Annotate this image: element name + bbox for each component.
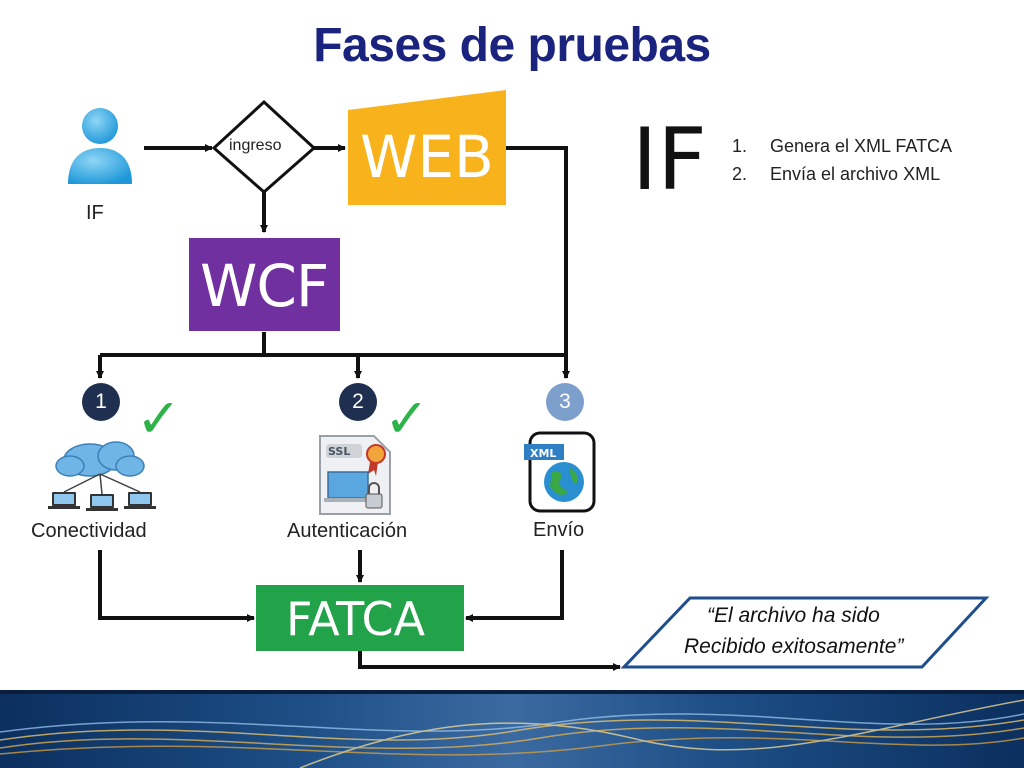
phase-1-number: 1 xyxy=(82,383,120,421)
result-message-line-1: “El archivo ha sido xyxy=(707,604,880,627)
if-step-2: 2. Envía el archivo XML xyxy=(732,160,952,188)
svg-text:SSL: SSL xyxy=(328,445,350,458)
if-step-2-text: Envía el archivo XML xyxy=(770,164,941,184)
line-web-to-right xyxy=(506,146,570,379)
xml-file-icon: XML xyxy=(520,430,598,514)
if-step-1-number: 1. xyxy=(732,136,748,156)
web-label: WEB xyxy=(360,123,494,191)
fatca-box xyxy=(256,585,464,651)
big-if-label: IF xyxy=(632,110,707,210)
footer-banner xyxy=(0,690,1024,768)
if-steps-list: 1. Genera el XML FATCA 2. Envía el archivo… xyxy=(732,132,952,188)
result-message-line-2: Recibido exitosamente” xyxy=(684,635,904,658)
phase-2-label: Autenticación xyxy=(287,520,408,542)
arrow-conectividad-to-fatca xyxy=(98,550,255,622)
actor-label: IF xyxy=(86,202,104,224)
phase-3-number: 3 xyxy=(546,383,584,421)
if-step-2-number: 2. xyxy=(732,164,748,184)
decision-diamond xyxy=(211,99,317,194)
if-step-1-text: Genera el XML FATCA xyxy=(770,136,953,156)
svg-text:XML: XML xyxy=(530,447,556,460)
web-box xyxy=(348,90,506,205)
phase-2-check-icon: ✓ xyxy=(384,387,430,450)
decision-label: ingreso xyxy=(229,137,282,154)
fatca-label: FATCA xyxy=(286,592,426,646)
phase-2-number: 2 xyxy=(339,383,377,421)
user-icon xyxy=(64,106,136,190)
cloud-network-icon xyxy=(40,432,164,516)
wcf-label: WCF xyxy=(200,252,329,320)
arrow-envio-to-fatca xyxy=(465,550,564,622)
phase-1-check-icon: ✓ xyxy=(136,387,182,450)
ssl-certificate-icon: SSL xyxy=(314,432,396,518)
phase-1-label: Conectividad xyxy=(31,520,147,542)
wcf-box xyxy=(189,238,340,331)
if-step-1: 1. Genera el XML FATCA xyxy=(732,132,952,160)
page-title: Fases de pruebas xyxy=(313,19,711,72)
result-parallelogram xyxy=(620,596,990,669)
arrow-fatca-to-result xyxy=(358,650,621,671)
phase-3-label: Envío xyxy=(533,519,585,541)
